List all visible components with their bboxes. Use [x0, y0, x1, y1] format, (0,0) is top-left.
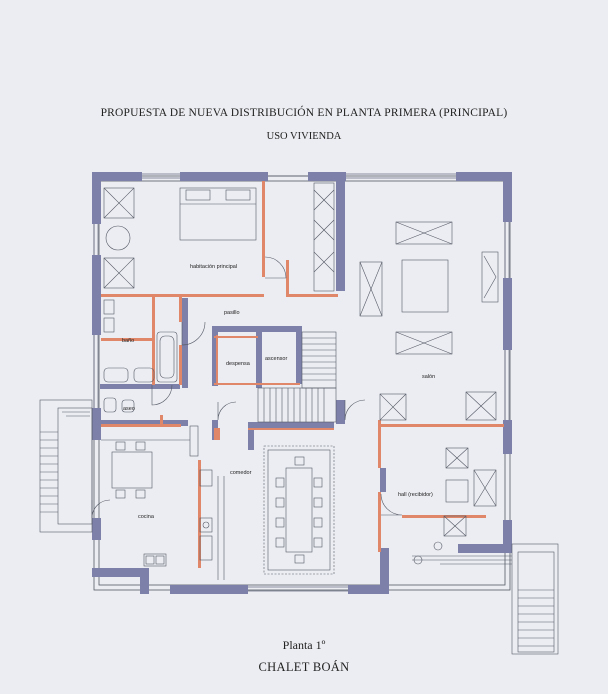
room-label-hall: hall (recibidor) — [398, 492, 433, 498]
interior-stairs — [257, 331, 337, 423]
bathroom-fixtures — [103, 299, 178, 413]
windows — [93, 173, 510, 592]
doors — [91, 256, 403, 519]
kitchen-furniture — [101, 425, 213, 567]
hall-furniture — [413, 447, 497, 565]
exterior-stairs-right — [412, 543, 559, 655]
project-name: CHALET BOÁN — [258, 660, 350, 674]
plan-subtitle: USO VIVIENDA — [266, 131, 342, 142]
room-label-living-room: salón — [422, 374, 435, 380]
room-label-bathroom: baño — [122, 338, 134, 344]
plan-title: PROPUESTA DE NUEVA DISTRIBUCIÓN EN PLANT… — [100, 107, 508, 119]
room-label-toilet: aseo — [123, 406, 135, 412]
room-label-kitchen: cocina — [138, 514, 155, 520]
plan-name: Planta 1º — [282, 638, 326, 652]
exterior-stairs-left — [39, 399, 93, 533]
room-label-master-bedroom: habitación principal — [190, 264, 237, 270]
interior-partitions — [101, 181, 504, 568]
living-room-furniture — [359, 221, 499, 421]
room-label-elevator: ascensor — [265, 356, 287, 362]
room-label-dining-room: comedor — [230, 470, 252, 476]
bedroom-furniture — [103, 187, 257, 289]
dining-furniture — [199, 445, 335, 580]
exterior-walls — [92, 172, 512, 594]
room-label-corridor: pasillo — [224, 310, 240, 316]
room-label-pantry: despensa — [226, 361, 251, 367]
wardrobe — [313, 182, 335, 292]
